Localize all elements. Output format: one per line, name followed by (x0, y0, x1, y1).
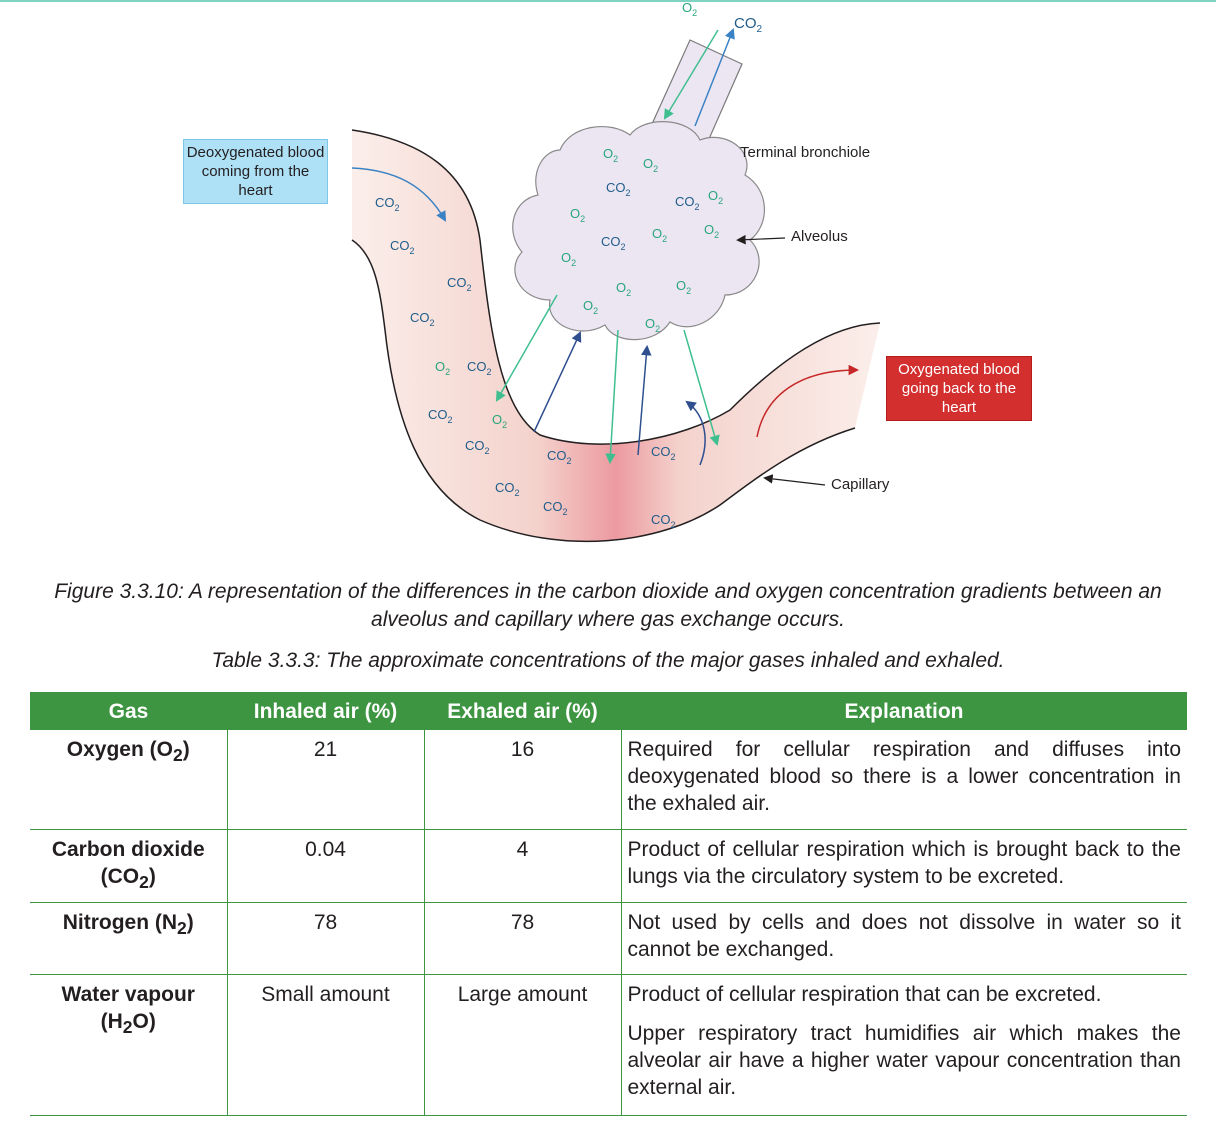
alveolus-label: Alveolus (791, 228, 848, 245)
o2-molecule: O2 (643, 156, 658, 174)
table-row: Carbon dioxide (CO2) 0.04 4 Product of c… (30, 829, 1187, 903)
o2-molecule: O2 (616, 280, 631, 298)
explanation-cell: Product of cellular respiration which is… (620, 829, 1187, 903)
inhaled-cell: 21 (226, 730, 424, 830)
o2-molecule: O2 (492, 412, 507, 430)
figure-caption: Figure 3.3.10: A representation of the d… (54, 580, 1162, 631)
co2-molecule: CO2 (447, 275, 472, 293)
o2-molecule: O2 (645, 316, 660, 334)
co2-label-bronchiole: CO2 (734, 15, 763, 35)
o2-molecule: O2 (676, 278, 691, 296)
gas-cell: Carbon dioxide (CO2) (30, 829, 227, 903)
inhaled-cell: Small amount (226, 974, 424, 1116)
o2-molecule: O2 (603, 146, 618, 164)
explanation-cell: Not used by cells and does not dissolve … (620, 902, 1187, 975)
co2-molecule: CO2 (410, 310, 435, 328)
co2-molecule: CO2 (606, 180, 631, 198)
gas-cell: Nitrogen (N2) (30, 902, 227, 975)
exhaled-cell: 16 (423, 730, 621, 830)
table-row: Nitrogen (N2) 78 78 Not used by cells an… (30, 902, 1187, 975)
explanation-cell: Required for cellular respiration and di… (620, 730, 1187, 830)
header-explanation: Explanation (621, 692, 1187, 730)
alveolus (512, 121, 765, 341)
co2-molecule: CO2 (467, 359, 492, 377)
co2-molecule: CO2 (601, 234, 626, 252)
gas-cell: Water vapour (H2O) (30, 974, 227, 1116)
o2-label-bronchiole: O2 (682, 0, 697, 18)
explanation-cell: Product of cellular respiration that can… (620, 974, 1187, 1116)
terminal-bronchiole-label: Terminal bronchiole (740, 144, 871, 161)
header-gas: Gas (30, 692, 227, 730)
o2-molecule: O2 (708, 188, 723, 206)
co2-molecule: CO2 (465, 438, 490, 456)
co2-molecule: CO2 (675, 194, 700, 212)
table-header-row: Gas Inhaled air (%) Exhaled air (%) Expl… (30, 692, 1187, 730)
o2-molecule: O2 (652, 226, 667, 244)
exhaled-cell: 78 (423, 902, 621, 975)
header-inhaled: Inhaled air (%) (227, 692, 424, 730)
capillary-label: Capillary (831, 476, 890, 493)
inhaled-cell: 78 (226, 902, 424, 975)
table-row: Water vapour (H2O) Small amount Large am… (30, 974, 1187, 1116)
gas-exchange-diagram: O2 CO2 O2 O2 CO2 CO2 O2 O2 O2 O2 CO2 O2 … (351, 0, 881, 543)
co2-molecule: CO2 (390, 238, 415, 256)
o2-molecule: O2 (704, 222, 719, 240)
co2-molecule: CO2 (651, 512, 676, 530)
o2-molecule: O2 (561, 250, 576, 268)
gas-cell: Oxygen (O2) (30, 730, 227, 830)
table-row: Oxygen (O2) 21 16 Required for cellular … (30, 730, 1187, 830)
co2-molecule: CO2 (543, 499, 568, 517)
co2-molecule: CO2 (495, 480, 520, 498)
o2-molecule: O2 (570, 206, 585, 224)
co2-molecule: CO2 (428, 407, 453, 425)
inhaled-cell: 0.04 (226, 829, 424, 903)
co2-molecule: CO2 (375, 195, 400, 213)
oxygenated-blood-label: Oxygenated blood going back to the heart (886, 356, 1032, 421)
exhaled-cell: 4 (423, 829, 621, 903)
deoxygenated-blood-label: Deoxygenated blood coming from the heart (183, 139, 328, 204)
exhaled-cell: Large amount (423, 974, 621, 1116)
gas-concentration-table: Gas Inhaled air (%) Exhaled air (%) Expl… (30, 692, 1187, 1116)
o2-molecule: O2 (583, 298, 598, 316)
o2-molecule: O2 (435, 359, 450, 377)
co2-molecule: CO2 (547, 448, 572, 466)
top-rule (0, 0, 1216, 2)
header-exhaled: Exhaled air (%) (424, 692, 621, 730)
capillary-vessel (352, 130, 880, 542)
table-caption: Table 3.3.3: The approximate concentrati… (211, 649, 1005, 672)
co2-molecule: CO2 (651, 444, 676, 462)
